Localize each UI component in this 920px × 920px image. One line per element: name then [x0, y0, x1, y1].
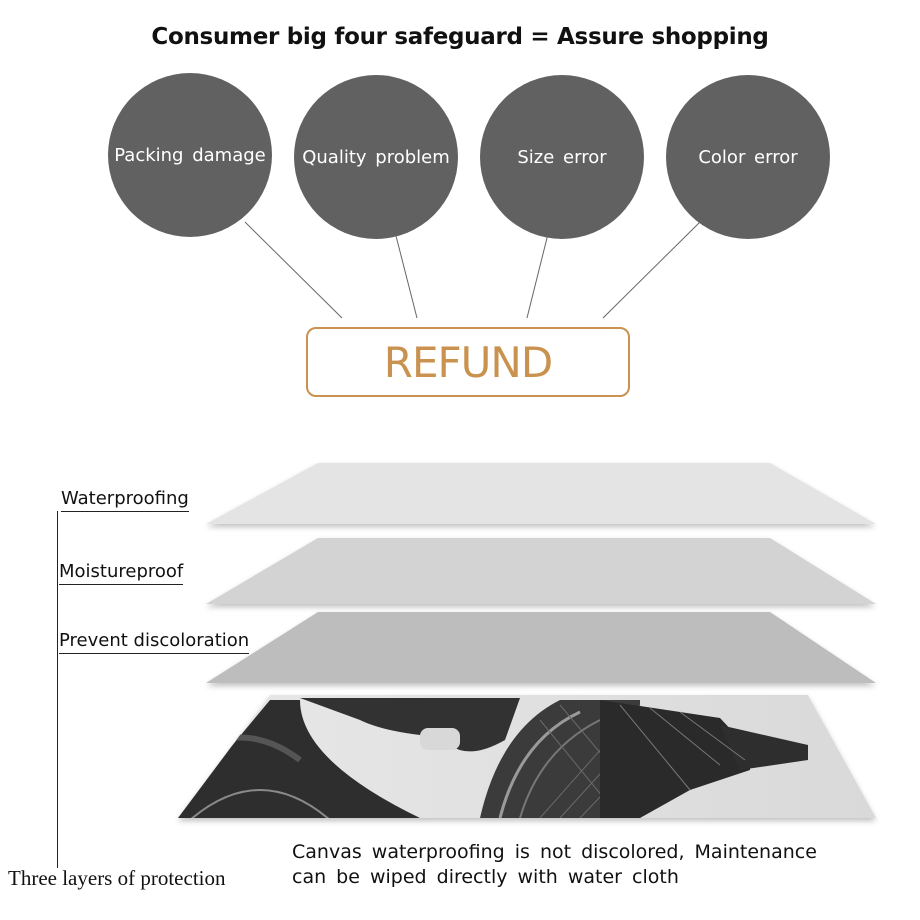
caption-line: Canvas waterproofing is not discolored, … [292, 841, 817, 863]
safeguard-size-error: Size error [480, 75, 644, 239]
layer-label-prevent-discoloration: Prevent discoloration [59, 630, 250, 654]
refund-box: REFUND [306, 327, 630, 397]
page-title: Consumer big four safeguard = Assure sho… [151, 24, 769, 50]
layer-label-moistureproof: Moistureproof [59, 561, 184, 585]
layers-summary: Three layers of protection [8, 866, 226, 890]
layers-bracket-line [57, 511, 58, 868]
safeguard-color-error: Color error [666, 75, 830, 239]
safeguard-packing-damage: Packing damage [108, 73, 272, 237]
safeguard-label: Quality problem [302, 146, 450, 168]
layer-label-waterproofing: Waterproofing [61, 488, 189, 512]
safeguard-label: Color error [698, 146, 798, 168]
safeguard-label: Packing damage [114, 144, 266, 166]
canvas-photo [178, 695, 876, 818]
caption-line: can be wiped directly with water cloth [292, 866, 679, 888]
safeguard-label: Size error [517, 146, 607, 168]
layer-discoloration-sheet [206, 612, 876, 683]
layer-moistureproof-sheet [206, 538, 876, 604]
safeguard-quality-problem: Quality problem [294, 75, 458, 239]
layer-waterproofing-sheet [206, 463, 876, 524]
canvas-caption: Canvas waterproofing is not discolored, … [292, 840, 817, 890]
refund-label: REFUND [383, 337, 553, 387]
